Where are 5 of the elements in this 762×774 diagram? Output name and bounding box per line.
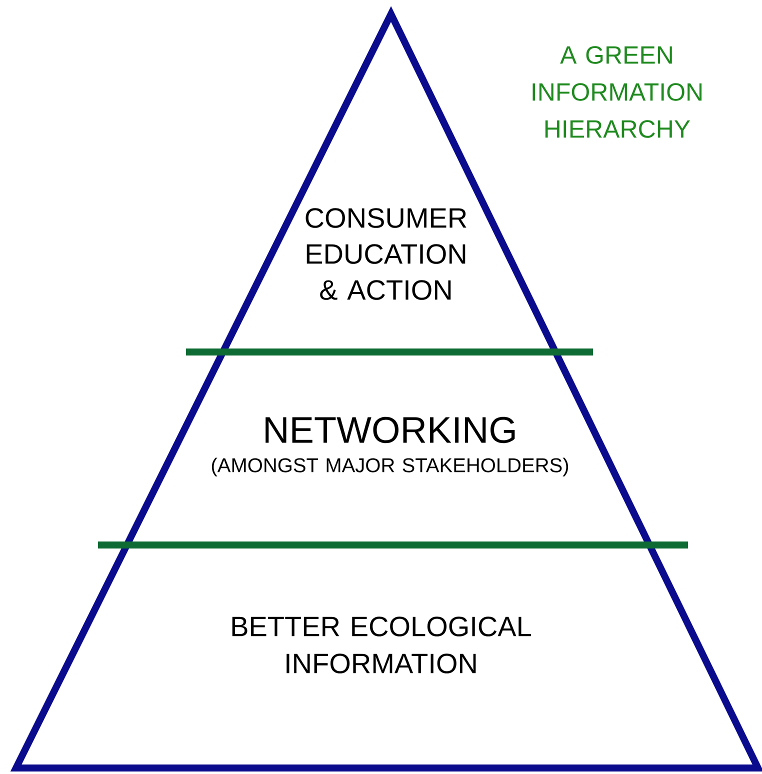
title: A GREEN INFORMATION HIERARCHY — [532, 46, 702, 138]
tier-heading: CONSUMER EDUCATION & ACTION — [306, 208, 466, 300]
tier-heading: BETTER ECOLOGICAL INFORMATION — [232, 616, 531, 674]
tier-subheading: (AMONGST MAJOR STAKEHOLDERS) — [212, 458, 568, 476]
tier-heading: NETWORKING — [266, 416, 515, 444]
